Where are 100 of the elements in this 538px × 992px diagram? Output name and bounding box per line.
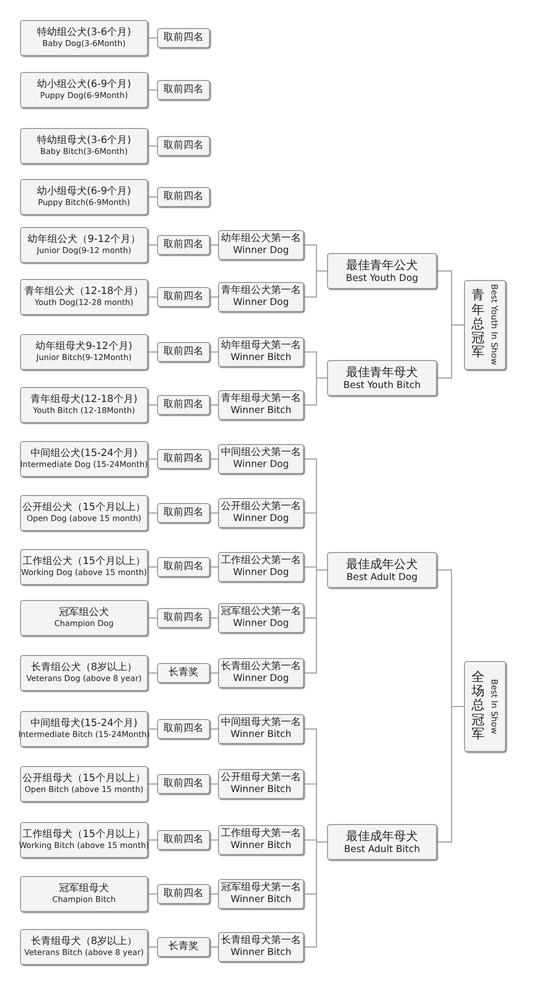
placement-box <box>157 187 210 207</box>
chinese-label: 冠军组母犬第一名 <box>221 882 301 894</box>
connector-line <box>210 244 218 246</box>
class-box <box>20 600 148 636</box>
connector-line <box>304 570 328 674</box>
chinese-label: 特幼组公犬(3-6个月) <box>36 26 132 40</box>
winner-box <box>218 498 304 528</box>
chinese-label: 取前四名 <box>164 140 204 152</box>
chinese-label: 取前四名 <box>164 722 204 736</box>
chinese-label: 最佳青年公犬 <box>346 258 418 273</box>
english-label: Winner Bitch <box>230 729 292 742</box>
chinese-label: 特幼组母犬(3-6个月) <box>36 134 132 148</box>
winner-box <box>218 603 304 633</box>
class-box <box>20 441 148 477</box>
english-label: Junior Bitch(9-12Month) <box>36 353 132 364</box>
connector-line <box>210 296 218 298</box>
chinese-label: 取前四名 <box>164 32 204 44</box>
placement-box <box>157 28 210 48</box>
placement-box <box>157 719 210 739</box>
winner-box <box>218 390 304 420</box>
connector-line <box>148 672 158 674</box>
connector-line <box>210 512 218 514</box>
champion-box <box>464 280 506 370</box>
class-box <box>20 20 148 56</box>
english-label: Open Bitch (above 15 month) <box>24 785 144 796</box>
connector-line <box>210 458 218 460</box>
chinese-label: 取前四名 <box>164 346 204 358</box>
connector-line <box>304 378 328 406</box>
chinese-label: 青年组母犬(12-18个月) <box>30 394 138 406</box>
winner-box <box>218 337 304 367</box>
connector-line <box>148 728 158 730</box>
chinese-label: 取前四名 <box>164 290 204 304</box>
winner-box <box>218 769 304 799</box>
class-box <box>20 387 148 423</box>
connector-line <box>148 566 158 568</box>
award-box <box>327 253 437 289</box>
connector-line <box>148 946 158 948</box>
chinese-label: 取前四名 <box>164 834 204 846</box>
chinese-label: 长青组公犬第一名 <box>221 660 301 674</box>
english-label: Baby Dog(3-6Month) <box>42 39 126 50</box>
chinese-label: 幼年组公犬（9-12个月） <box>28 234 140 246</box>
chinese-label: 幼小组公犬(6-9个月) <box>36 78 132 92</box>
chinese-label: 幼年组公犬第一名 <box>221 232 301 246</box>
chinese-label: 幼小组母犬(6-9个月) <box>36 186 132 198</box>
placement-box <box>157 557 210 577</box>
english-label: Winner Bitch <box>230 894 292 906</box>
english-label: Best In Show <box>488 678 498 734</box>
chinese-label: 取前四名 <box>164 778 204 790</box>
chinese-label: 最佳成年母犬 <box>346 828 418 844</box>
chinese-label: 青年总冠军 <box>472 289 485 361</box>
class-box <box>20 655 148 691</box>
english-label: Winner Dog <box>233 618 289 630</box>
chinese-label: 公开组母犬（15个月以上） <box>22 772 146 786</box>
chinese-label: 青年组母犬第一名 <box>221 392 301 406</box>
chinese-label: 冠军组公犬第一名 <box>221 606 301 618</box>
english-label: Youth Dog(12-28 month) <box>34 298 134 308</box>
chinese-label: 幼年组母犬第一名 <box>221 340 301 352</box>
english-label: Best Youth Bitch <box>343 380 421 392</box>
winner-box <box>218 282 304 312</box>
connector-line <box>436 706 464 842</box>
chinese-label: 取前四名 <box>164 190 204 204</box>
class-box <box>20 179 148 215</box>
chinese-label: 中间组母犬第一名 <box>221 716 301 730</box>
connector-line <box>210 728 218 730</box>
winner-box <box>218 658 304 688</box>
english-label: Best Youth In Show <box>488 284 498 366</box>
chinese-label: 取前四名 <box>164 238 204 252</box>
class-box <box>20 334 148 370</box>
placement-box <box>157 774 210 794</box>
placement-box <box>157 937 210 957</box>
placement-box <box>157 830 210 850</box>
english-label: Champion Dog <box>54 619 114 630</box>
chinese-label: 公开组母犬第一名 <box>221 772 301 784</box>
connector-line <box>436 324 464 378</box>
placement-box <box>157 287 210 307</box>
winner-box <box>218 714 304 744</box>
chinese-label: 幼年组母犬9-12个月) <box>36 340 132 354</box>
connector-line <box>148 296 158 298</box>
english-label: Winner Bitch <box>230 784 292 796</box>
class-box <box>20 495 148 531</box>
chinese-label: 取前四名 <box>164 560 204 574</box>
chinese-label: 最佳青年母犬 <box>346 364 418 380</box>
placement-box <box>157 449 210 469</box>
placement-box <box>157 503 210 523</box>
connector-line <box>210 404 218 406</box>
connector-line <box>210 566 218 568</box>
chinese-label: 取前四名 <box>164 452 204 466</box>
award-box <box>327 824 437 860</box>
chinese-label: 中间组母犬(15-24个月) <box>30 718 138 730</box>
winner-box <box>218 444 304 474</box>
chinese-label: 长青奖 <box>168 666 198 680</box>
english-label: Winner Dog <box>233 297 289 310</box>
english-label: Winner Bitch <box>230 405 292 418</box>
english-label: Winner Dog <box>233 567 289 580</box>
winner-box <box>218 552 304 582</box>
english-label: Working Dog (above 15 month) <box>21 568 147 578</box>
class-box <box>20 279 148 315</box>
chinese-label: 全场总冠军 <box>472 670 485 742</box>
winner-box <box>218 879 304 909</box>
chinese-label: 取前四名 <box>164 84 204 96</box>
